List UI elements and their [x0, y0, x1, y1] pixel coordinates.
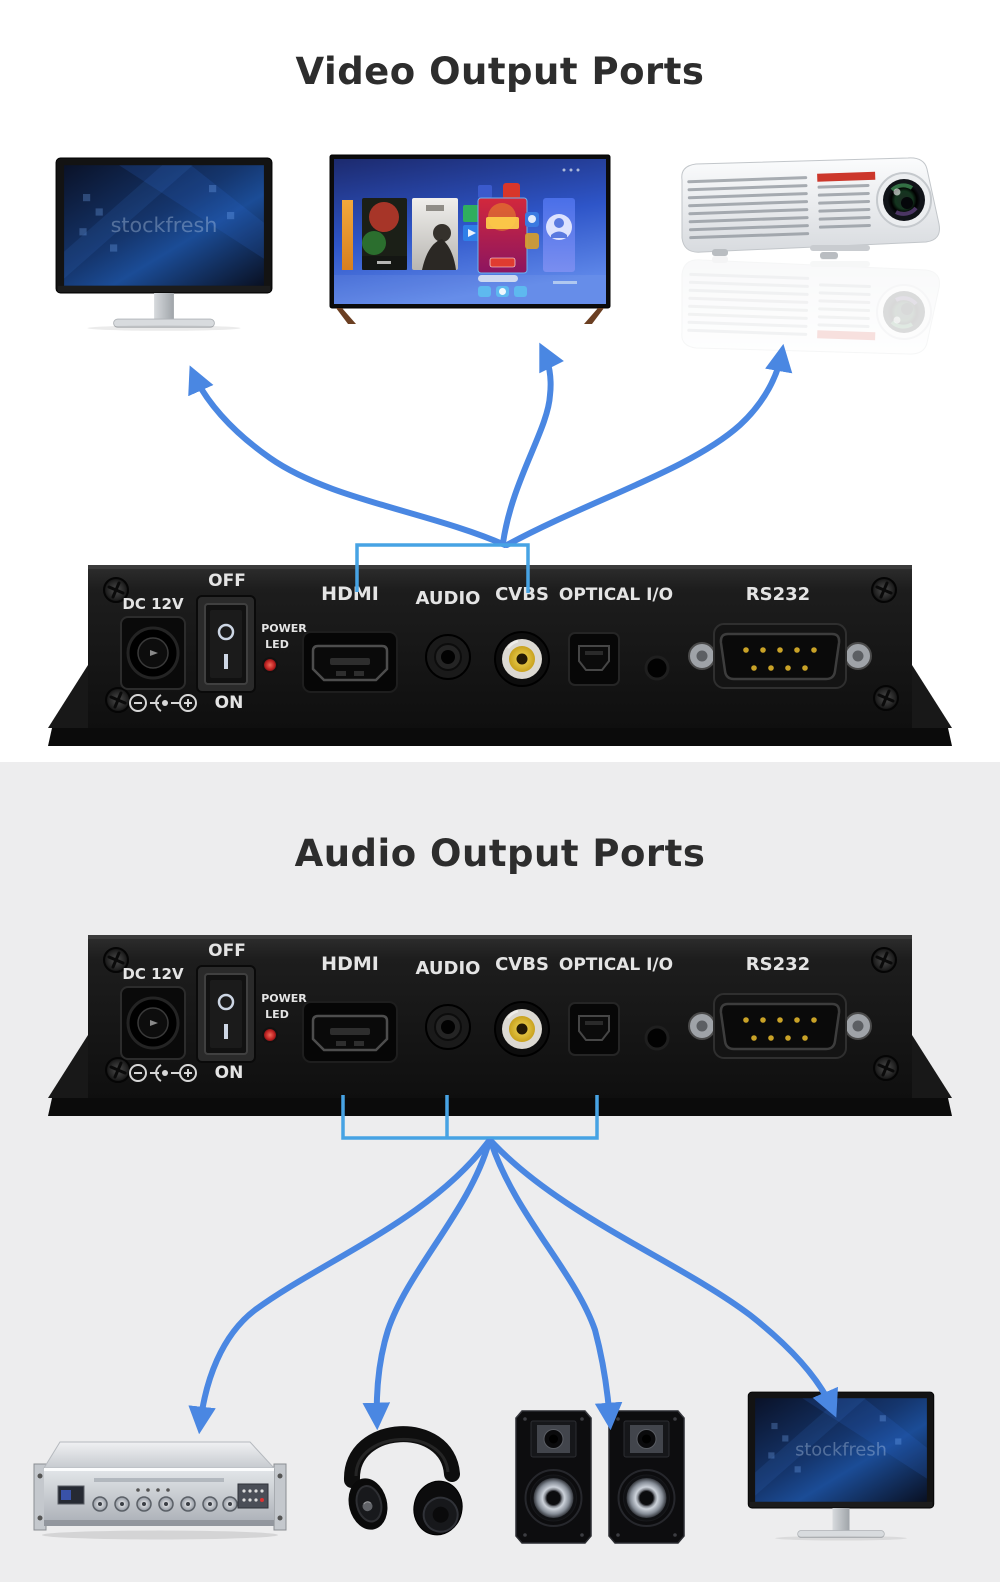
rs232-pins: [743, 647, 817, 671]
optical-port: [568, 632, 620, 686]
projector-reflection: [679, 251, 942, 357]
device-panel: [48, 935, 952, 1116]
power-led-label-2: LED: [265, 638, 289, 651]
device-rear-panel-audio: [0, 890, 1000, 1120]
tv-image: [329, 154, 611, 324]
monitor-base: [113, 318, 215, 328]
projector-image: [679, 157, 942, 357]
tv-center-tile: [477, 197, 528, 274]
chassis-wing-right: [912, 665, 952, 728]
tv-profile-tile: [543, 198, 575, 272]
switch-off-label: OFF: [208, 571, 246, 591]
cvbs-jack: [494, 631, 550, 687]
chassis-base: [48, 728, 952, 746]
chassis-wing-left: [48, 665, 88, 728]
video-section-title: Video Output Ports: [295, 50, 705, 93]
headphones-right-cup: [413, 1480, 463, 1536]
amplifier-image: [33, 1441, 287, 1540]
speaker-right: [608, 1410, 685, 1544]
optical-io-label: OPTICAL I/O: [559, 585, 673, 605]
headphones-image: [343, 1426, 463, 1536]
amplifier-button-block: [237, 1483, 269, 1509]
cvbs-label: CVBS: [495, 584, 549, 605]
audio-section-title: Audio Output Ports: [294, 832, 706, 875]
speaker-left: [515, 1410, 592, 1544]
dc-power-label: DC 12V: [122, 595, 184, 613]
hdmi-port: [302, 631, 398, 693]
speakers-image: [515, 1410, 685, 1544]
rs232-port: [688, 623, 872, 689]
rs232-label: RS232: [746, 584, 810, 605]
hdmi-label: HDMI: [321, 583, 379, 605]
dc-power-jack: [120, 616, 186, 690]
arrow-to-projector: [504, 343, 793, 548]
projector-lens: [876, 172, 932, 228]
tv-leg: [584, 308, 604, 324]
power-led-label-1: POWER: [261, 622, 307, 635]
io-jack: [644, 655, 670, 681]
tv-poster-tile: [362, 198, 407, 270]
headphones-band: [343, 1426, 460, 1488]
power-led: [262, 657, 278, 673]
tv-poster-tile-2: [412, 198, 458, 270]
headphones-left-cup: [348, 1478, 388, 1530]
amplifier-knobs: [92, 1496, 238, 1512]
screw-icon: [870, 576, 898, 604]
screw-icon: [872, 684, 900, 712]
monitor-screen: [64, 165, 264, 286]
switch-i-icon: [224, 654, 228, 669]
device-rear-panel-video: DC 12V OFF ON POWER LED HDMI: [48, 565, 952, 746]
switch-on-label: ON: [215, 693, 244, 713]
monitor: [747, 1391, 935, 1541]
monitor-image-2: [747, 1391, 935, 1541]
audio-label: AUDIO: [416, 588, 481, 609]
monitor-image: stockfresh: [55, 157, 273, 331]
arrow-to-tv: [500, 342, 564, 546]
amplifier-top: [43, 1441, 276, 1469]
screen-watermark: stockfresh: [111, 213, 218, 237]
monitor-stand: [154, 293, 174, 320]
projector-grille: [687, 171, 876, 240]
tv-leg: [336, 308, 356, 324]
dc-polarity-icon: [129, 694, 197, 712]
power-switch: [196, 595, 256, 693]
screw-icon: [104, 686, 132, 714]
audio-jack: [425, 634, 471, 680]
projector-stripe: [817, 171, 876, 182]
switch-o-icon: [217, 623, 235, 641]
